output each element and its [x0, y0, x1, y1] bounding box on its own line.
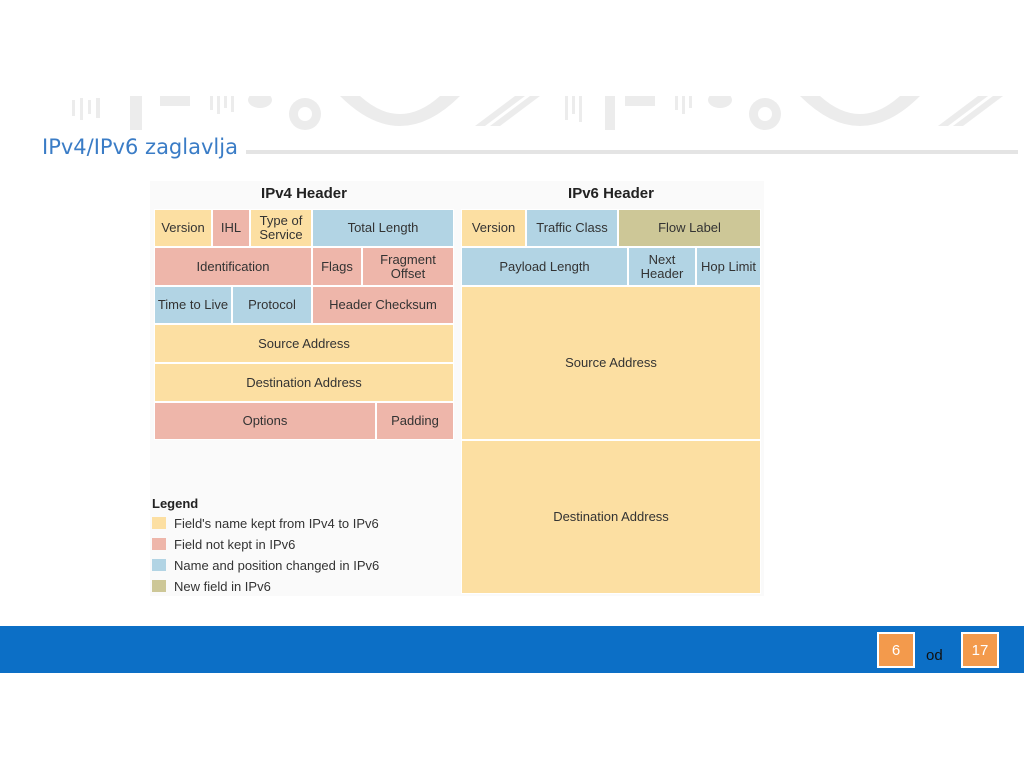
ipv4-header-checksum: Header Checksum	[312, 286, 454, 324]
legend-label: Field not kept in IPv6	[174, 536, 296, 552]
ipv4-version: Version	[154, 209, 212, 247]
ipv4-ihl: IHL	[212, 209, 250, 247]
title-underline	[246, 150, 1018, 154]
ipv6-header-title: IPv6 Header	[568, 185, 654, 202]
ipv4-padding: Padding	[376, 402, 454, 440]
page-separator: od	[926, 647, 943, 664]
legend-item-new: New field in IPv6	[152, 578, 271, 594]
legend-item-not-kept: Field not kept in IPv6	[152, 536, 295, 552]
legend-swatch	[152, 559, 166, 571]
total-page-number: 17	[961, 632, 999, 668]
footer-bar	[0, 626, 1024, 673]
ipv4-type-of-service: Type of Service	[250, 209, 312, 247]
ipv6-traffic-class: Traffic Class	[526, 209, 618, 247]
legend-label: New field in IPv6	[174, 578, 271, 594]
legend-swatch	[152, 538, 166, 550]
ipv6-destination-address: Destination Address	[461, 440, 761, 594]
decorative-banner	[72, 96, 1003, 130]
legend-label: Name and position changed in IPv6	[174, 557, 380, 573]
ipv6-version: Version	[461, 209, 526, 247]
legend-swatch	[152, 517, 166, 529]
ipv4-destination-address: Destination Address	[154, 363, 454, 402]
legend-label: Field's name kept from IPv4 to IPv6	[174, 515, 379, 531]
legend-item-kept: Field's name kept from IPv4 to IPv6	[152, 515, 379, 531]
ipv4-header-title: IPv4 Header	[261, 185, 347, 202]
ipv4-fragment-offset: Fragment Offset	[362, 247, 454, 286]
ipv4-time-to-live: Time to Live	[154, 286, 232, 324]
legend-swatch	[152, 580, 166, 592]
ipv6-flow-label: Flow Label	[618, 209, 761, 247]
ipv4-options: Options	[154, 402, 376, 440]
slide-title: IPv4/IPv6 zaglavlja	[42, 135, 238, 159]
legend-title: Legend	[152, 496, 199, 511]
ipv4-flags: Flags	[312, 247, 362, 286]
ipv4-identification: Identification	[154, 247, 312, 286]
current-page-number: 6	[877, 632, 915, 668]
legend-item-changed: Name and position changed in IPv6	[152, 557, 379, 573]
ipv6-hop-limit: Hop Limit	[696, 247, 761, 286]
ipv6-payload-length: Payload Length	[461, 247, 628, 286]
ipv6-source-address: Source Address	[461, 286, 761, 440]
ipv4-protocol: Protocol	[232, 286, 312, 324]
ipv4-total-length: Total Length	[312, 209, 454, 247]
ipv6-next-header: Next Header	[628, 247, 696, 286]
ipv4-source-address: Source Address	[154, 324, 454, 363]
